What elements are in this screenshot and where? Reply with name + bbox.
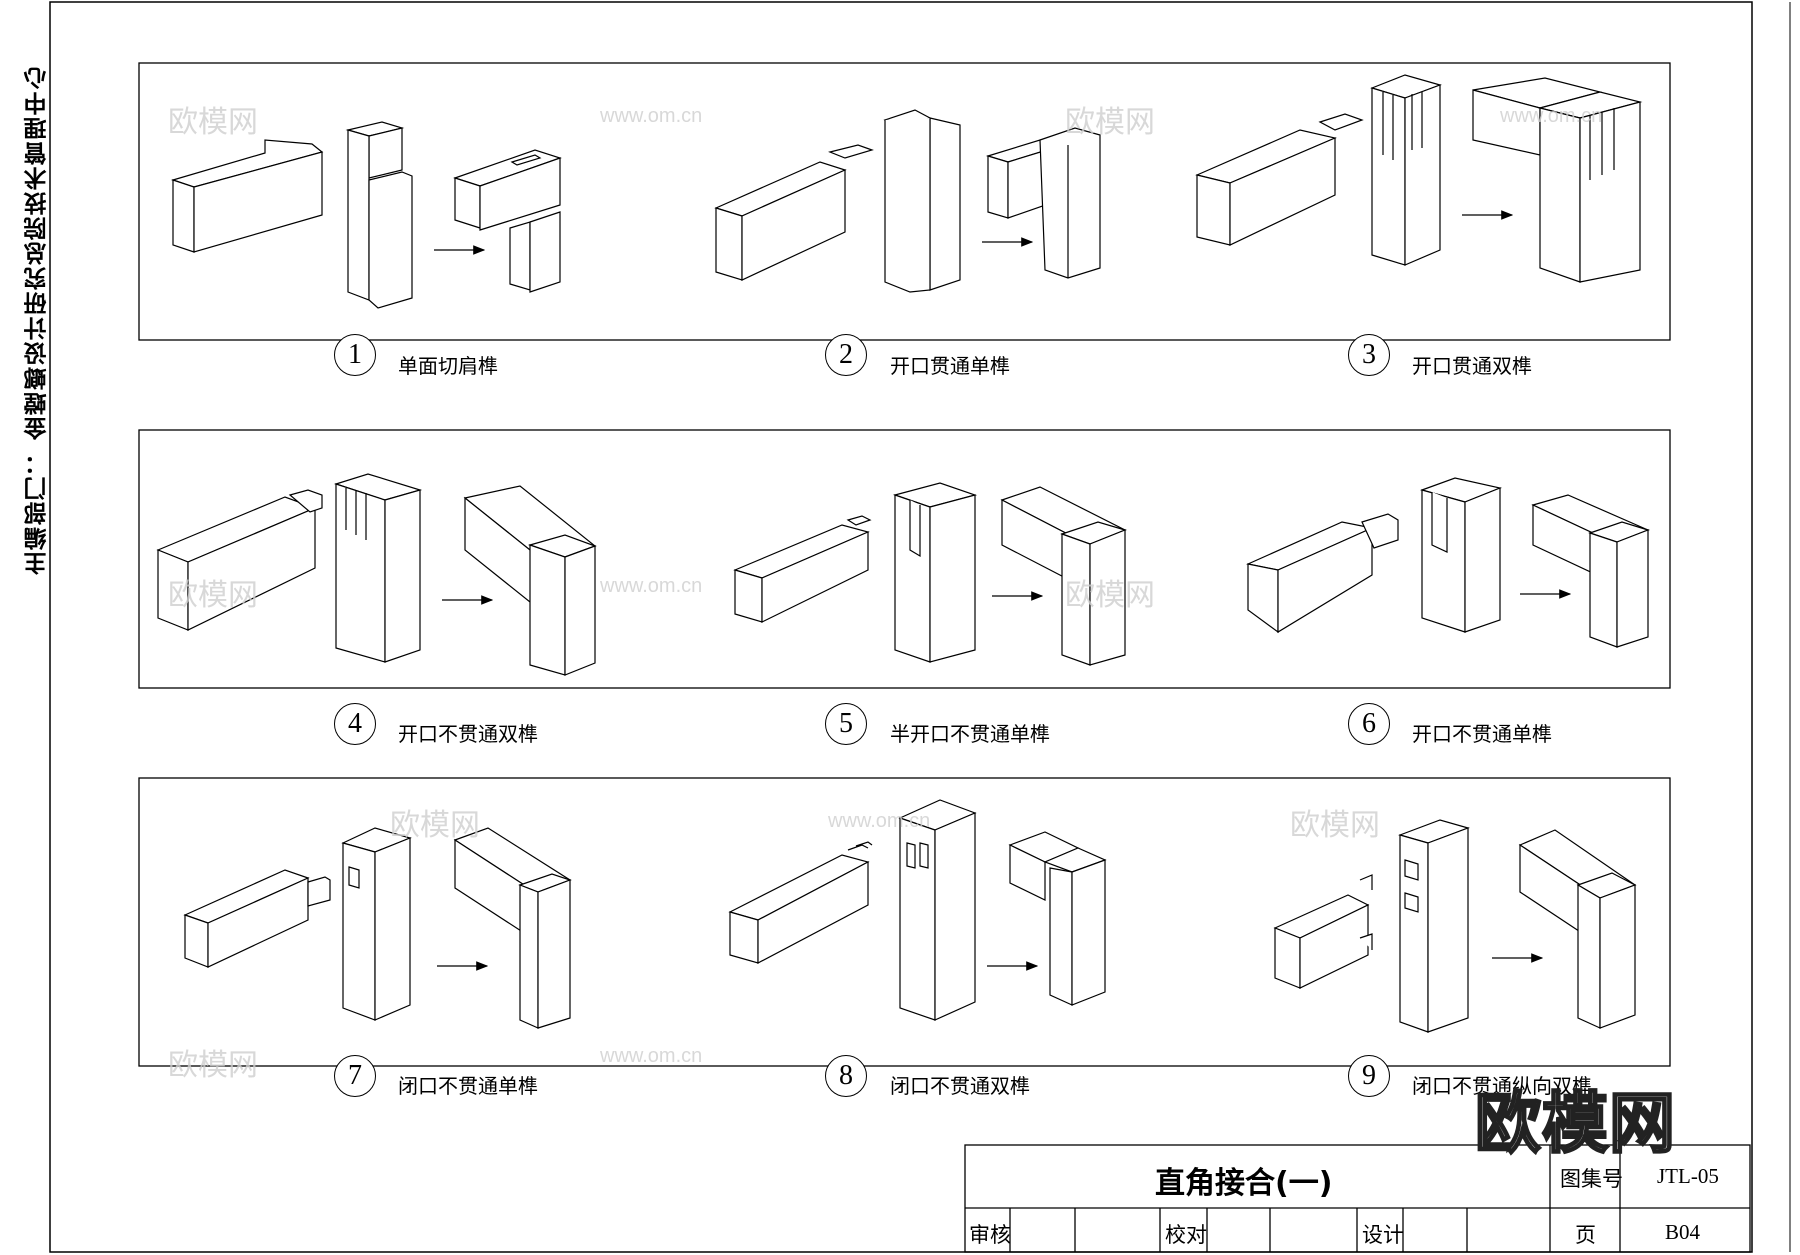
page-label: 页 [1575, 1223, 1596, 1247]
joint-1-drawing [170, 121, 562, 309]
joint-9-drawing [1273, 819, 1637, 1033]
panel-row-2 [138, 429, 1671, 689]
joint-3-drawing [1195, 74, 1643, 283]
watermark-url: www.om.cn [600, 105, 703, 127]
watermark-logo: 欧模网 [1290, 809, 1380, 842]
watermark-logo: 欧模网 [168, 1049, 258, 1082]
joint-8-drawing [728, 799, 1107, 1021]
item-caption: 开口贯通单榫 [890, 354, 1010, 378]
item-number: 6 [1348, 703, 1390, 745]
item-caption: 闭口不贯通纵向双榫 [1412, 1074, 1592, 1098]
atlas-label: 图集号 [1560, 1167, 1623, 1191]
item-number: 5 [825, 703, 867, 745]
watermark-logo: 欧模网 [390, 809, 480, 842]
item-caption: 闭口不贯通双榫 [890, 1074, 1030, 1098]
item-caption: 半开口不贯通单榫 [890, 722, 1050, 746]
item-caption: 闭口不贯通单榫 [398, 1074, 538, 1098]
panel-row-1 [138, 62, 1671, 341]
atlas-value: JTL-05 [1657, 1164, 1719, 1188]
design-label: 设计 [1362, 1223, 1404, 1247]
item-number: 9 [1348, 1055, 1390, 1097]
item-number: 3 [1348, 334, 1390, 376]
brand-watermark: 欧模网 [1474, 1084, 1677, 1164]
item-number: 2 [825, 334, 867, 376]
title-block [964, 1144, 1751, 1253]
watermark-logo: 欧模网 [168, 579, 258, 612]
joint-6-drawing [1246, 477, 1650, 648]
check-label: 校对 [1165, 1223, 1207, 1247]
watermark-url: www.om.cn [1500, 105, 1603, 127]
item-caption: 开口贯通双榫 [1412, 354, 1532, 378]
item-caption: 开口不贯通单榫 [1412, 722, 1552, 746]
item-number: 7 [334, 1055, 376, 1097]
joint-7-drawing [183, 827, 572, 1029]
panel-row-3 [138, 777, 1671, 1067]
watermark-url: www.om.cn [600, 575, 703, 597]
item-number: 1 [334, 334, 376, 376]
watermark-url: www.om.cn [828, 810, 931, 832]
item-number: 8 [825, 1055, 867, 1097]
watermark-logo: 欧模网 [1065, 579, 1155, 612]
drawing-title: 直角接合(一) [1155, 1166, 1333, 1201]
joint-2-drawing [714, 109, 1101, 293]
watermark-logo: 欧模网 [1065, 106, 1155, 139]
side-label: 主编部门： 金螳螂设计研究总院技术管理中心 [25, 64, 51, 575]
joint-4-drawing [156, 473, 597, 676]
watermark-logo: 欧模网 [168, 106, 258, 139]
joint-5-drawing [733, 482, 1127, 666]
item-caption: 开口不贯通双榫 [398, 722, 538, 746]
page-value: B04 [1665, 1220, 1701, 1244]
item-number: 4 [334, 703, 376, 745]
review-label: 审核 [969, 1223, 1011, 1247]
item-caption: 单面切肩榫 [398, 354, 498, 378]
watermark-url: www.om.cn [600, 1045, 703, 1067]
